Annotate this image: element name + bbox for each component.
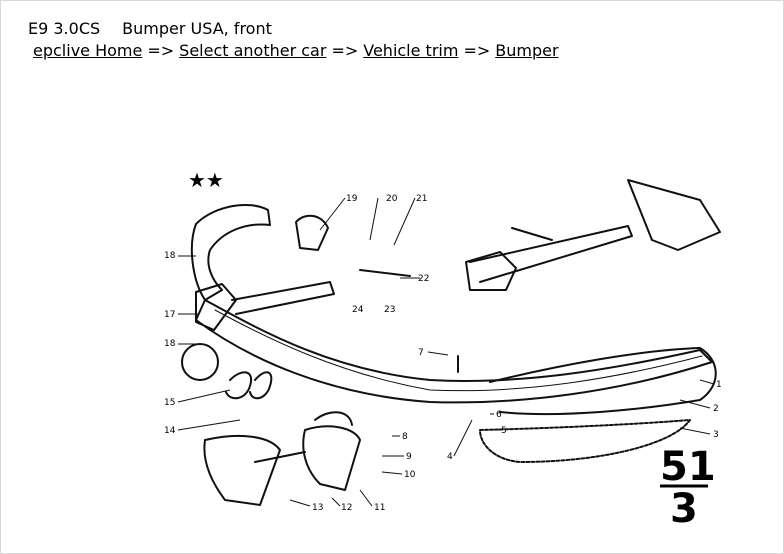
plate-19 [295,214,329,251]
body-fragment [627,179,721,251]
rubber-strip [479,419,691,463]
callout-14: 14 [164,426,176,436]
callout-4: 4 [447,452,453,462]
bolt-top [511,227,553,241]
callout-24: 24 [352,305,364,315]
callout-20: 20 [386,194,398,204]
callout-13: 13 [312,503,323,513]
callout-12: 12 [341,503,352,513]
breadcrumb-separator: => [331,41,359,60]
guard-13 [203,434,281,506]
breadcrumb-home-link[interactable]: epclive Home [33,41,143,60]
page-title: Bumper USA, front [122,19,272,38]
callout-9: 9 [406,452,412,462]
breadcrumb-bumper-link[interactable]: Bumper [495,41,559,60]
callout-5: 5 [501,426,507,436]
callout-17: 17 [164,310,175,320]
callout-10: 10 [404,470,416,480]
breadcrumb-vehicle-trim-link[interactable]: Vehicle trim [363,41,459,60]
callout-labels: 18 17 18 15 14 19 20 21 22 24 23 7 1 2 3… [164,194,722,513]
callout-23: 23 [384,305,395,315]
guard-11 [314,411,353,426]
breadcrumb-select-car-link[interactable]: Select another car [179,41,327,60]
breadcrumb-separator: => [147,41,175,60]
callout-19: 19 [346,194,358,204]
callout-1: 1 [716,380,722,390]
callout-3: 3 [713,430,719,440]
breadcrumb-separator: => [463,41,491,60]
bolt-13 [254,451,306,463]
callout-15: 15 [164,398,175,408]
guard-12 [302,425,361,491]
group-number-top: 51 [660,444,716,490]
callout-7: 7 [418,348,424,358]
clip-16 [181,343,219,381]
clip-15a [225,371,253,400]
callout-2: 2 [713,404,719,414]
callout-18: 18 [164,251,176,261]
bracket-bar-right [469,225,633,283]
callout-8: 8 [402,432,408,442]
bumper-corner-right [489,347,717,416]
stars-marker: ★★ [188,168,224,192]
title-line: E9 3.0CS Bumper USA, front [28,18,559,40]
overrider-left [190,204,271,301]
impact-block [195,283,237,331]
breadcrumb: epclive Home=>Select another car=>Vehicl… [33,40,559,62]
support-bar-left [231,281,335,315]
group-number-bottom: 3 [670,486,698,532]
callout-22: 22 [418,274,429,284]
callout-21: 21 [416,194,427,204]
bolt-22 [359,269,411,277]
leader-lines [177,197,715,507]
callout-16: 18 [164,339,176,349]
clip-15b [249,371,273,400]
car-model: E9 3.0CS [28,19,101,38]
parts-diagram: 18 17 18 15 14 19 20 21 22 24 23 7 1 2 3… [164,168,722,532]
callout-11: 11 [374,503,385,513]
bumper-bar [195,299,713,404]
bracket-mount [465,251,517,291]
page-header: E9 3.0CS Bumper USA, front epclive Home=… [28,18,559,62]
callout-6: 6 [496,410,502,420]
